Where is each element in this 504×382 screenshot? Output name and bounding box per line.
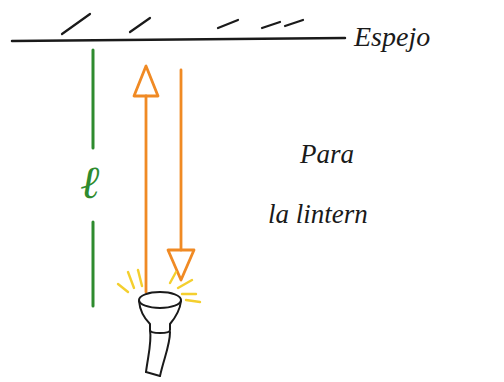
light-rays [118,270,200,302]
flashlight [139,292,181,376]
note-text: Para [300,140,354,170]
mirror-label: Espejo [354,22,430,53]
light-down-arrow [168,70,194,280]
light-up-arrow [134,66,158,292]
mirror-line [12,38,345,41]
note-text: la lintern [268,200,368,230]
distance-symbol: ℓ [80,158,99,209]
mirror-hatch [62,14,303,34]
